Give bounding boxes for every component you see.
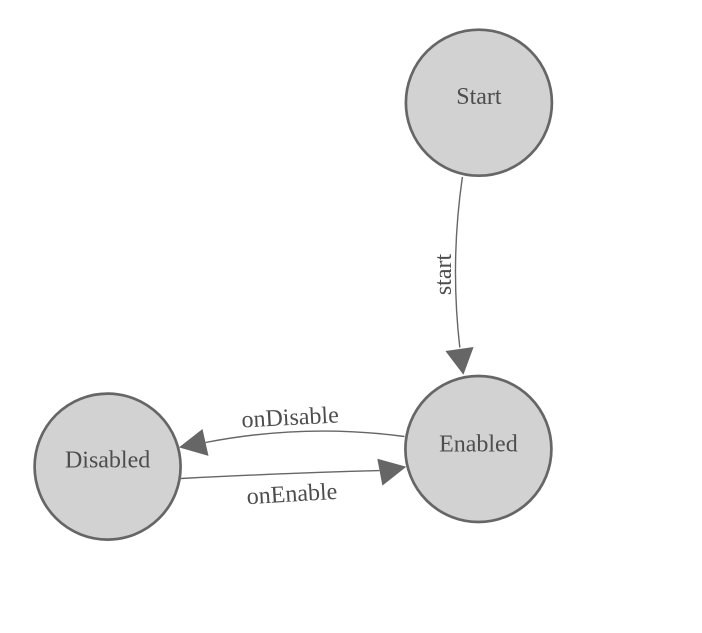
svg-text:Disabled: Disabled	[65, 448, 150, 474]
svg-text:onDisable: onDisable	[241, 402, 340, 433]
svg-text:onEnable: onEnable	[246, 479, 338, 510]
svg-text:start: start	[431, 254, 457, 296]
svg-text:Enabled: Enabled	[439, 431, 518, 457]
svg-text:Start: Start	[456, 84, 502, 110]
